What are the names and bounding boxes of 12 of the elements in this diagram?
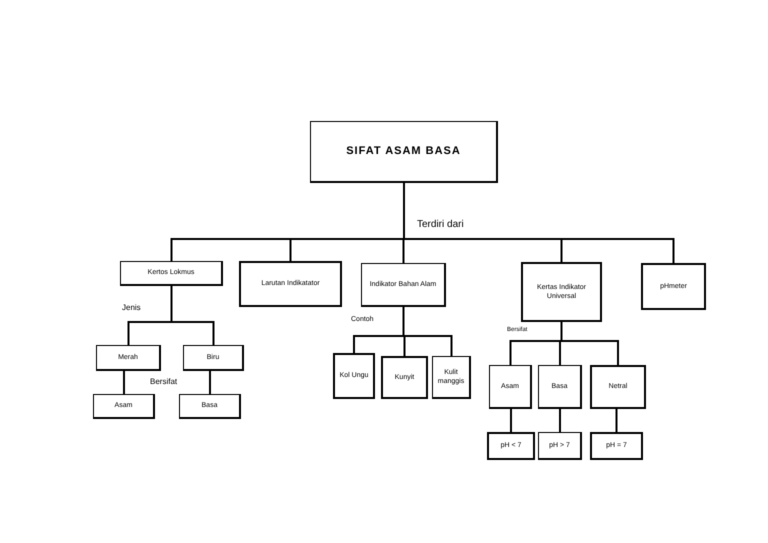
connector-line: [402, 307, 452, 356]
connector-line: [559, 409, 561, 432]
connector-line: [209, 371, 211, 394]
connector-line: [123, 371, 125, 394]
connector-line: [616, 409, 618, 432]
annotation-text: Terdiri dari: [417, 218, 464, 232]
annotation-text: Bersifat: [150, 376, 178, 388]
annotation-text: Jenis: [122, 302, 141, 314]
connector-line: [403, 183, 674, 263]
title-box: SIFAT ASAM BASA: [310, 121, 498, 183]
connector-line: [510, 409, 512, 432]
connector-line: [170, 286, 214, 345]
